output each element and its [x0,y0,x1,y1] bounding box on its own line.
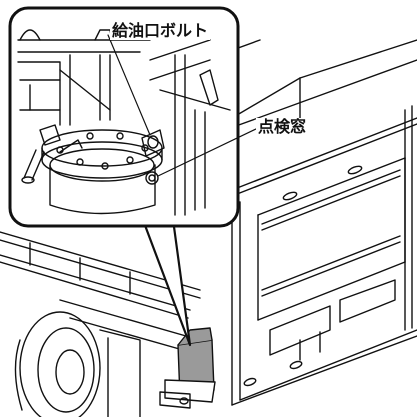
callout-box [8,6,240,228]
lift-arm [159,327,216,409]
callout-label-inspection-window: 点検窓 [256,117,309,136]
callout-detail [17,29,259,216]
wheel [14,311,141,417]
truck-body [0,39,417,406]
callout-label-filler-bolt: 給油口ボルト [110,21,211,40]
